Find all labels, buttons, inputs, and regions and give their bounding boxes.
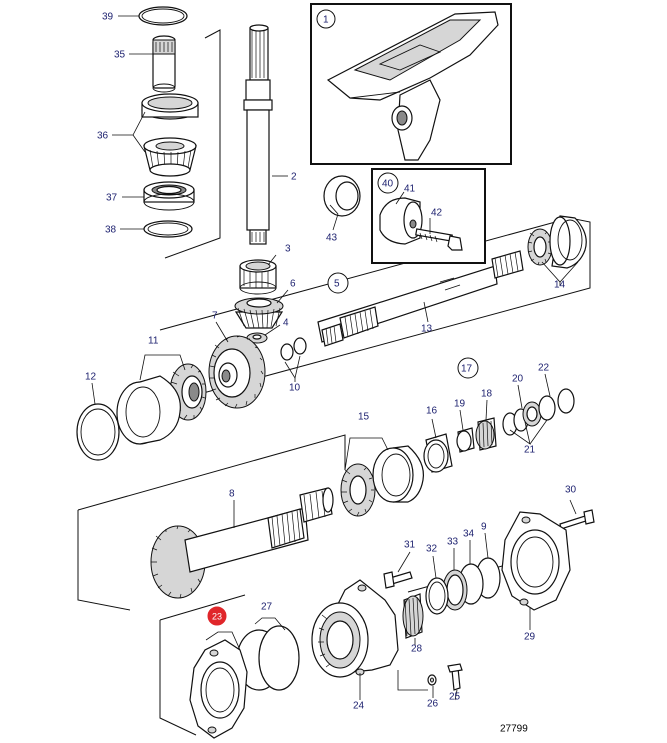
rings-part-20[interactable] <box>502 401 542 436</box>
label-part-32: 32 <box>426 544 438 555</box>
label-part-38: 38 <box>105 225 117 236</box>
drive-shaft-part-2[interactable] <box>243 24 273 245</box>
pinion-gear-part-6[interactable] <box>234 297 284 329</box>
bearing-cup-part-11[interactable] <box>116 375 181 445</box>
label-part-25: 25 <box>449 692 461 703</box>
screw-part-25[interactable] <box>447 663 463 691</box>
bearing-housing-part-24[interactable] <box>311 579 399 678</box>
shim-ring-part-38[interactable] <box>143 220 193 238</box>
label-part-43: 43 <box>326 233 338 244</box>
label-part-8: 8 <box>229 489 235 500</box>
bearing-carrier-part-29[interactable] <box>501 511 571 611</box>
seal-plate-part-23[interactable] <box>189 639 248 739</box>
rings-part-22[interactable] <box>538 388 575 421</box>
label-part-15: 15 <box>358 412 370 423</box>
washers-part-10[interactable] <box>280 337 307 361</box>
label-part-28: 28 <box>411 644 423 655</box>
callout-circles <box>207 9 479 626</box>
spacer-part-19[interactable] <box>456 427 475 453</box>
label-part-4: 4 <box>283 318 289 329</box>
gear-part-7[interactable] <box>208 335 266 409</box>
retaining-ring-part-43[interactable] <box>323 175 361 217</box>
bearing-part-37[interactable] <box>143 181 195 211</box>
ring-part-32[interactable] <box>425 577 449 615</box>
label-part-20: 20 <box>512 374 524 385</box>
needle-bearing-part-3[interactable] <box>239 259 277 295</box>
label-part-29: 29 <box>524 632 536 643</box>
label-part-7: 7 <box>212 311 218 322</box>
label-part-19: 19 <box>454 399 466 410</box>
label-part-10: 10 <box>289 383 301 394</box>
shaft-o-ring-part-39[interactable] <box>138 6 188 26</box>
label-part-41: 41 <box>404 184 416 195</box>
rings-part-9-34-33[interactable] <box>442 557 501 611</box>
shim-part-12[interactable] <box>76 403 120 461</box>
label-part-1: 1 <box>323 15 329 26</box>
label-part-39: 39 <box>102 12 114 23</box>
label-part-11: 11 <box>148 336 159 347</box>
propeller-shaft-part-13[interactable] <box>317 250 524 347</box>
label-part-18: 18 <box>481 389 493 400</box>
label-part-36: 36 <box>97 131 109 142</box>
anode-bolt[interactable] <box>415 228 463 251</box>
nut-part-4[interactable] <box>246 332 268 344</box>
label-part-2: 2 <box>291 172 297 183</box>
label-part-5: 5 <box>334 279 340 290</box>
label-part-42: 42 <box>431 208 443 219</box>
label-part-6: 6 <box>290 279 296 290</box>
bolt-part-31[interactable] <box>383 571 413 589</box>
bearing-cup-part-15[interactable] <box>372 445 425 503</box>
label-part-21: 21 <box>524 445 536 456</box>
label-part-37: 37 <box>106 193 118 204</box>
label-part-27: 27 <box>261 602 273 613</box>
label-part-33: 33 <box>447 537 459 548</box>
label-part-14: 14 <box>554 280 566 291</box>
label-part-22: 22 <box>538 363 550 374</box>
highlight-marker-23 <box>207 606 227 626</box>
label-part-35: 35 <box>114 50 126 61</box>
bearing-cup-part-14[interactable] <box>549 215 587 269</box>
label-part-31: 31 <box>404 540 416 551</box>
label-part-17: 17 <box>461 364 473 375</box>
gear-shaft-part-8[interactable] <box>150 487 334 599</box>
label-part-40: 40 <box>382 179 394 190</box>
tapered-bearing-part-15[interactable] <box>340 463 376 517</box>
diagram-reference-number: 27799 <box>500 724 528 735</box>
label-part-3: 3 <box>285 244 291 255</box>
label-part-34: 34 <box>463 529 475 540</box>
bolt-part-30[interactable] <box>559 509 595 530</box>
needle-bearing-part-35[interactable] <box>152 35 176 93</box>
bearing-race-part-36[interactable] <box>141 93 199 120</box>
gear-housing-illustration[interactable] <box>310 3 512 165</box>
label-part-23-highlighted: 23 <box>212 611 222 621</box>
roller-bearing-part-14[interactable] <box>527 228 553 266</box>
label-part-26: 26 <box>427 699 439 710</box>
label-part-9: 9 <box>481 522 487 533</box>
anode-cap[interactable] <box>379 197 423 245</box>
bushing-part-16[interactable] <box>423 433 453 473</box>
part-labels: 39 35 36 37 38 2 1 40 41 42 43 3 6 5 14 … <box>85 12 577 735</box>
roller-bearing-part-28[interactable] <box>402 593 424 639</box>
label-part-16: 16 <box>426 406 438 417</box>
label-part-24: 24 <box>353 701 365 712</box>
needle-bearing-part-18[interactable] <box>475 417 497 451</box>
washer-part-26[interactable] <box>427 674 437 686</box>
tapered-bearing-part-36[interactable] <box>143 137 197 177</box>
label-part-30: 30 <box>565 485 577 496</box>
leader-lines <box>91 15 579 701</box>
label-part-12: 12 <box>85 372 97 383</box>
label-part-13: 13 <box>421 324 433 335</box>
